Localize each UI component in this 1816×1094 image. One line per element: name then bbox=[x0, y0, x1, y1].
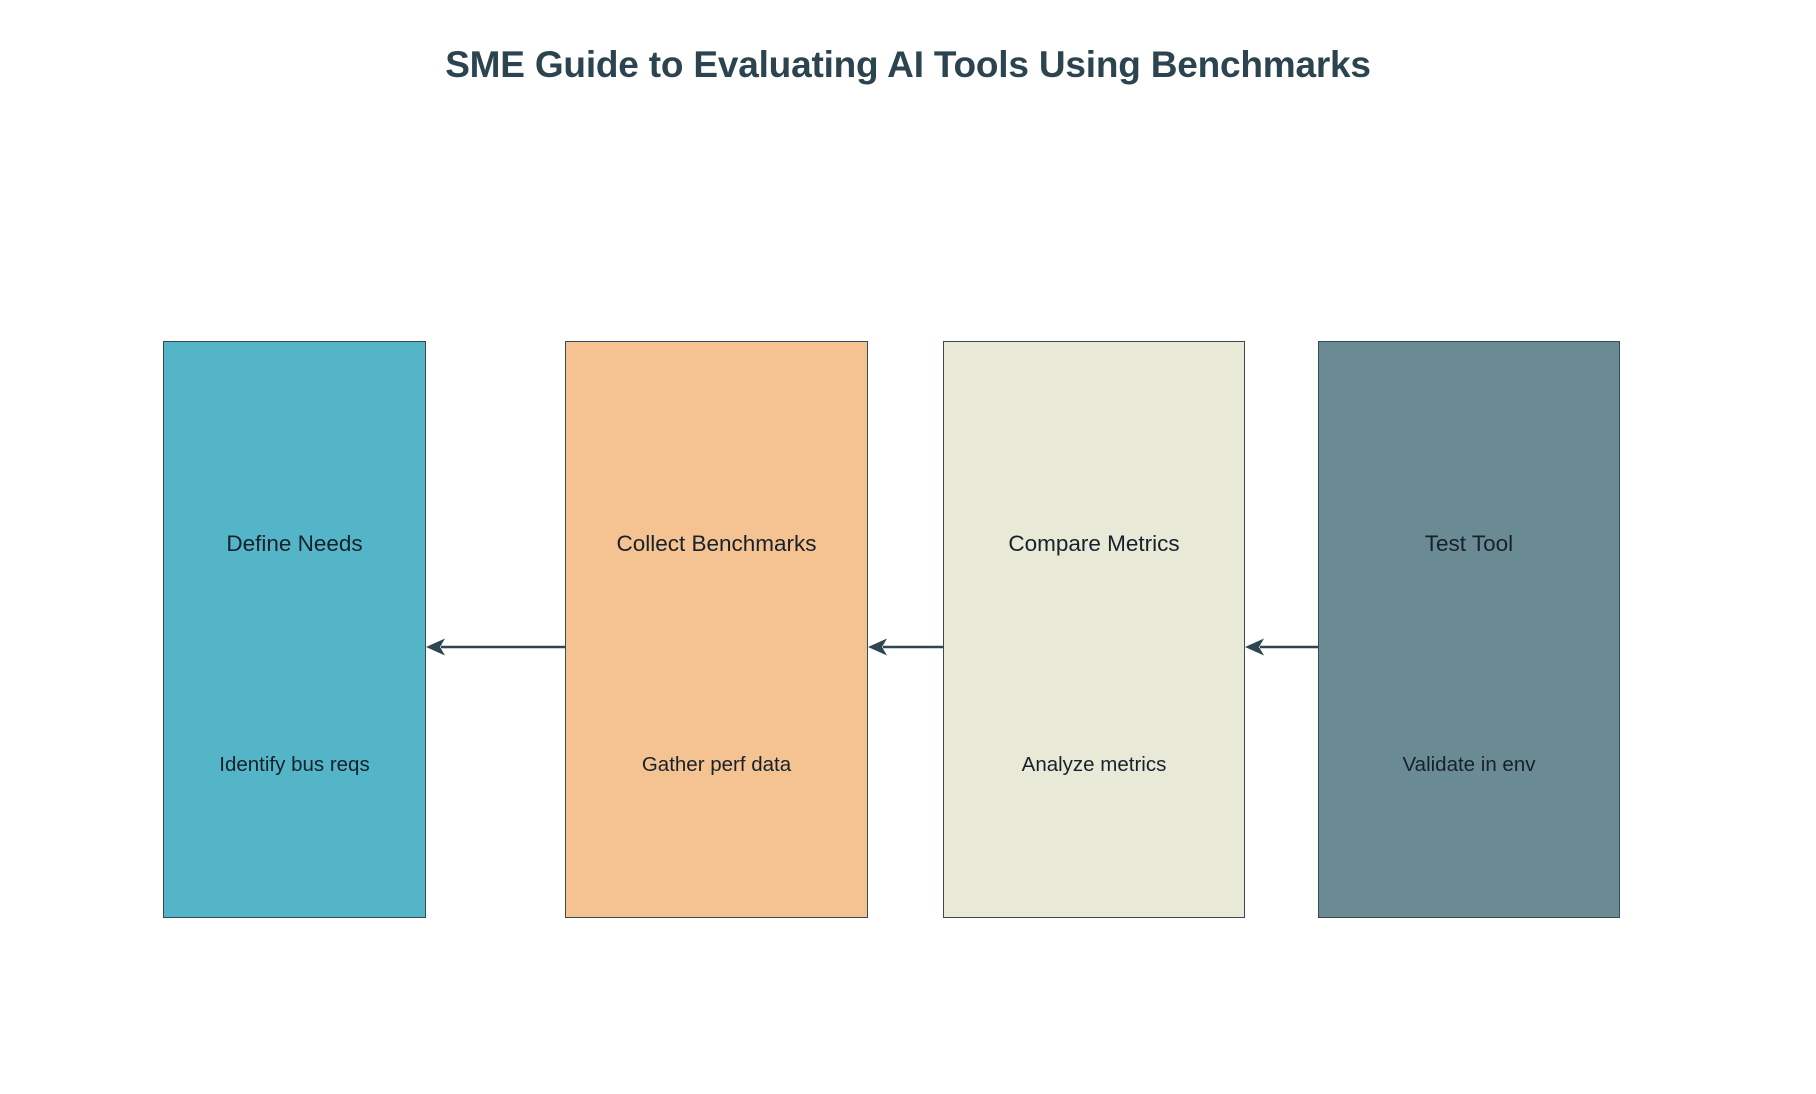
flow-arrow-compare-metrics-to-collect-benchmarks bbox=[868, 635, 943, 659]
flow-arrow-test-tool-to-compare-metrics bbox=[1245, 635, 1318, 659]
flow-arrow-collect-benchmarks-to-define-needs bbox=[426, 635, 565, 659]
arrowhead-icon bbox=[1245, 638, 1264, 656]
flow-node-subtitle: Validate in env bbox=[1402, 753, 1536, 776]
arrowhead-icon bbox=[426, 638, 445, 656]
arrow-icon bbox=[868, 638, 943, 656]
arrow-icon bbox=[426, 638, 565, 656]
flow-node-subtitle: Identify bus reqs bbox=[219, 753, 370, 776]
flow-node-title: Compare Metrics bbox=[1008, 531, 1180, 556]
arrowhead-icon bbox=[868, 638, 887, 656]
flow-node-title: Test Tool bbox=[1424, 531, 1514, 556]
arrow-icon bbox=[1245, 638, 1318, 656]
page-title: SME Guide to Evaluating AI Tools Using B… bbox=[445, 44, 1371, 85]
flow-node-subtitle: Gather perf data bbox=[641, 753, 792, 776]
flow-node-subtitle: Analyze metrics bbox=[1021, 753, 1167, 776]
flow-node-title: Define Needs bbox=[226, 531, 363, 556]
flow-node-title: Collect Benchmarks bbox=[616, 531, 817, 556]
